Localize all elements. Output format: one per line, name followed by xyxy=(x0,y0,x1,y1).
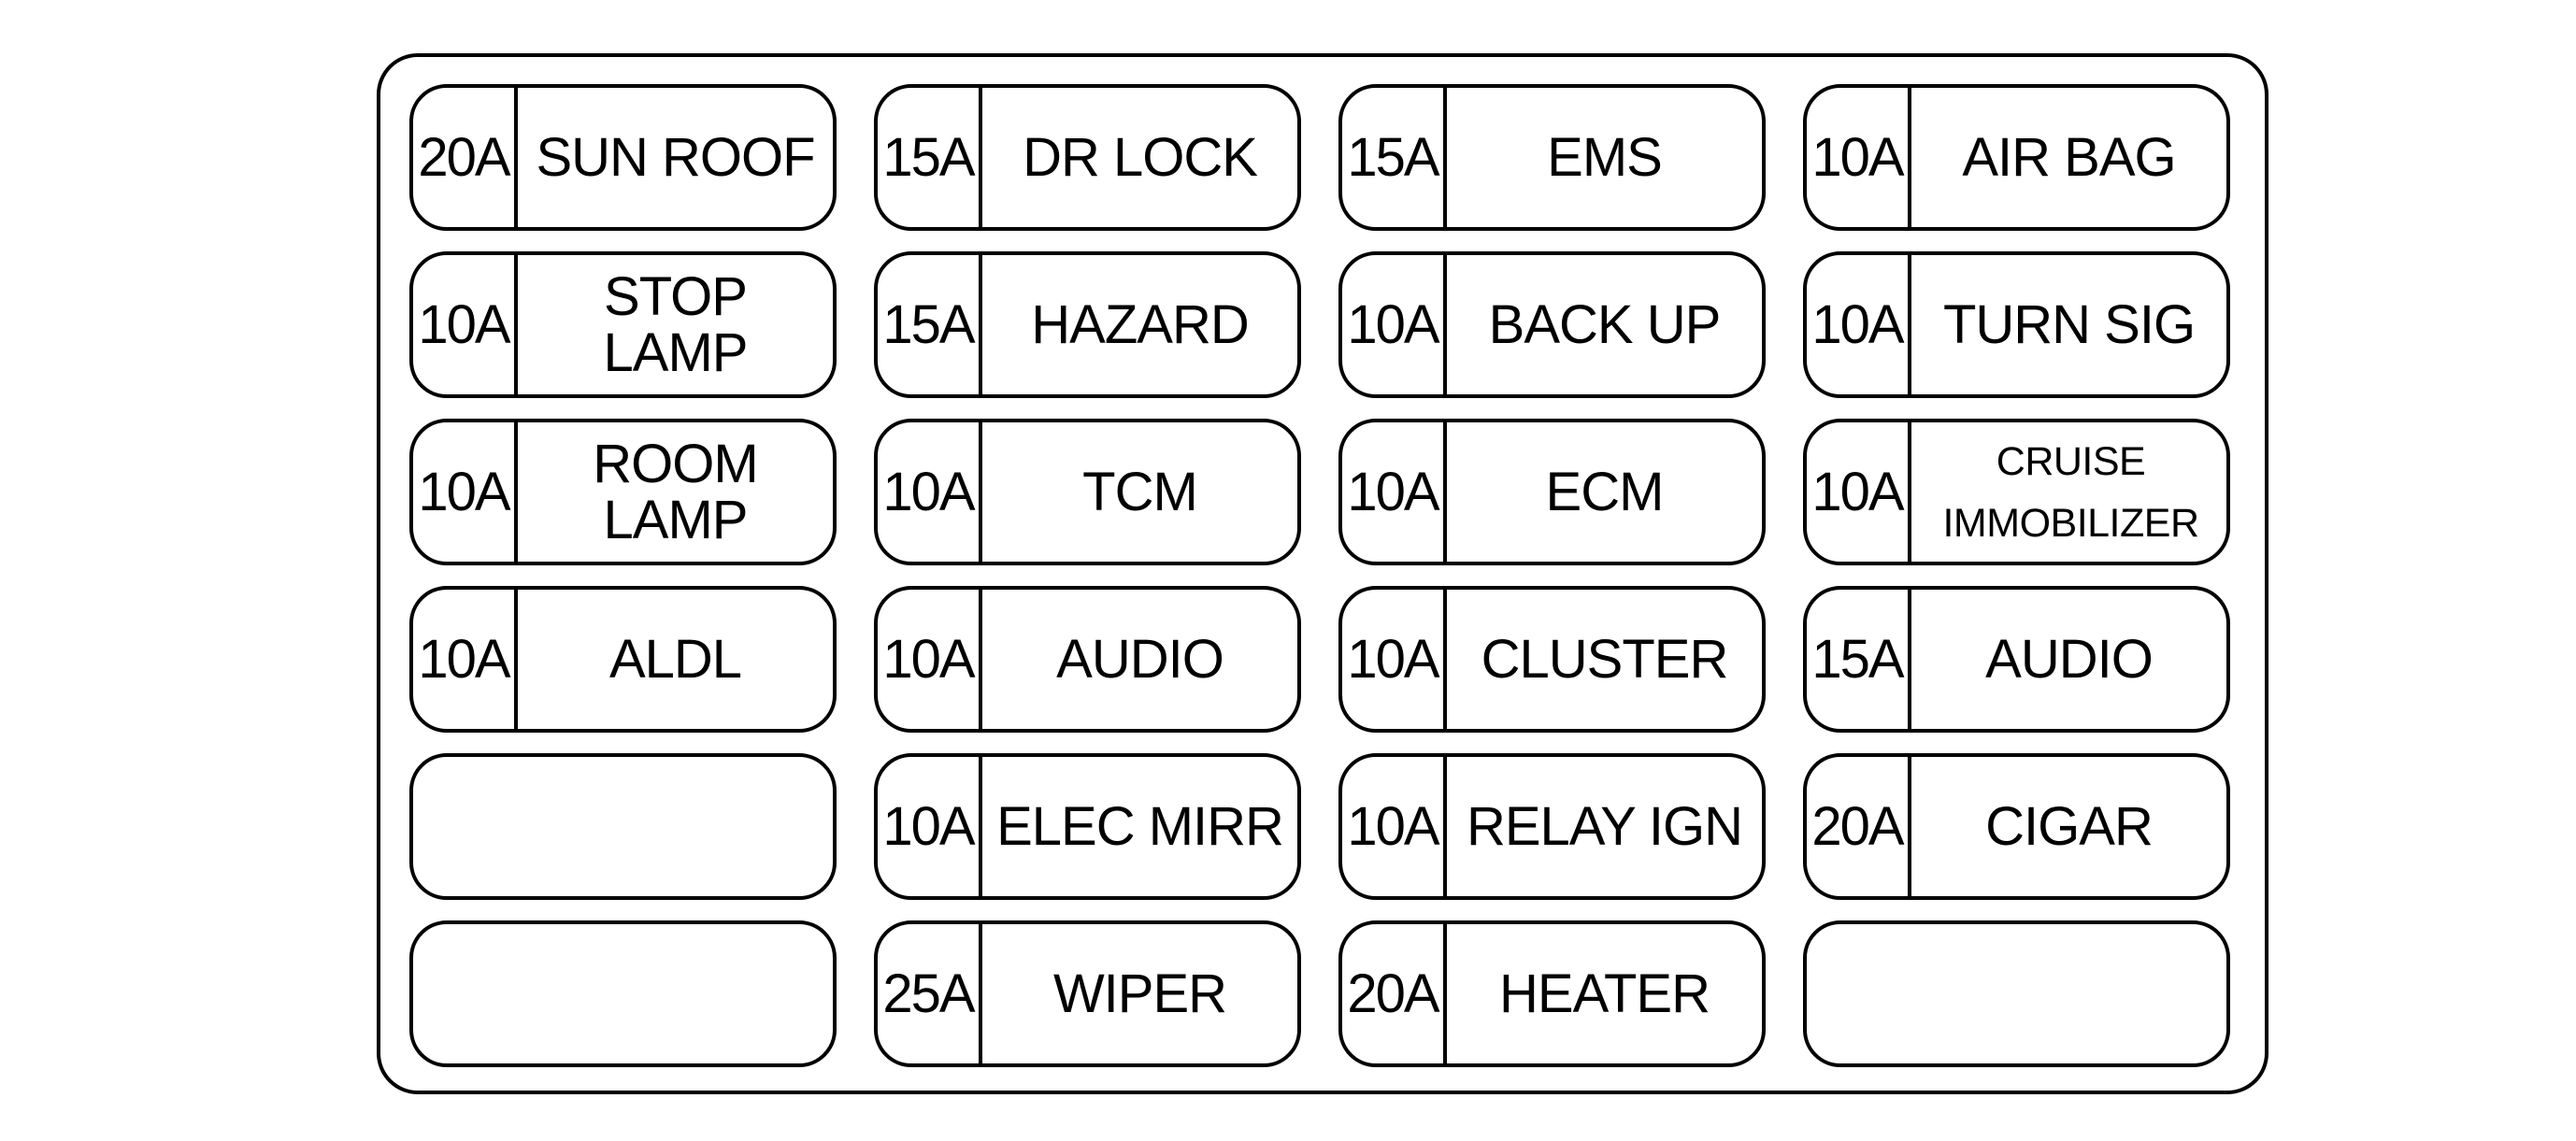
fuse-label: CIGAR xyxy=(1985,795,2154,857)
fuse-amperage: 10A xyxy=(878,422,982,562)
fuse-label: STOP LAMP xyxy=(603,265,749,383)
fuse-label: CRUISE IMMOBILIZER xyxy=(1942,438,2199,546)
fuse-slot: 10A AUDIO xyxy=(874,586,1301,733)
fuse-label: SUN ROOF xyxy=(536,126,815,188)
fuse-label: ROOM LAMP xyxy=(593,433,758,550)
fuse-label: ALDL xyxy=(608,628,742,690)
fuse-label: HEATER xyxy=(1499,963,1710,1024)
fuse-slot: 10A TCM xyxy=(874,419,1301,565)
fuse-amperage: 20A xyxy=(1807,757,1911,896)
fuse-slot-empty xyxy=(1803,920,2230,1067)
fuse-slot: 10A TURN SIG xyxy=(1803,251,2230,398)
fuse-label: WIPER xyxy=(1052,963,1227,1024)
fuse-slot: 10A AIR BAG xyxy=(1803,84,2230,231)
fuse-slot: 10A BACK UP xyxy=(1338,251,1766,398)
fuse-slot: 10A ROOM LAMP xyxy=(409,419,837,565)
fuse-amperage: 10A xyxy=(1342,757,1447,896)
fuse-slot: 25A WIPER xyxy=(874,920,1301,1067)
fuse-slot-empty xyxy=(409,920,837,1067)
fuse-slot: 15A AUDIO xyxy=(1803,586,2230,733)
fuse-amperage: 10A xyxy=(413,255,518,394)
fuse-amperage: 15A xyxy=(878,255,982,394)
fuse-label: TCM xyxy=(1082,461,1198,522)
fuse-slot: 15A HAZARD xyxy=(874,251,1301,398)
fuse-slot: 15A EMS xyxy=(1338,84,1766,231)
fuse-amperage: 15A xyxy=(1342,88,1447,227)
fuse-amperage: 10A xyxy=(1807,88,1911,227)
fuse-amperage: 10A xyxy=(1807,255,1911,394)
fuse-label: AUDIO xyxy=(1985,628,2154,690)
fuse-amperage: 20A xyxy=(1342,924,1447,1063)
fuse-label: AIR BAG xyxy=(1962,126,2176,188)
fuse-label: ECM xyxy=(1545,461,1665,522)
fuse-amperage: 10A xyxy=(878,590,982,729)
fuse-amperage: 10A xyxy=(413,590,518,729)
fuse-slot: 20A CIGAR xyxy=(1803,753,2230,900)
fuse-amperage: 25A xyxy=(878,924,982,1063)
fuse-slot: 10A ECM xyxy=(1338,419,1766,565)
fuse-slot: 20A HEATER xyxy=(1338,920,1766,1067)
fuse-label: DR LOCK xyxy=(1023,126,1258,188)
fuse-amperage: 10A xyxy=(1342,422,1447,562)
fuse-amperage: 10A xyxy=(1342,590,1447,729)
fuse-label: ELEC MIRR xyxy=(996,795,1284,857)
fuse-amperage: 10A xyxy=(1342,255,1447,394)
fuse-slot: 10A STOP LAMP xyxy=(409,251,837,398)
fuse-slot: 10A CLUSTER xyxy=(1338,586,1766,733)
fuse-label: EMS xyxy=(1547,126,1663,188)
fuse-slot: 10A CRUISE IMMOBILIZER xyxy=(1803,419,2230,565)
fuse-label: TURN SIG xyxy=(1942,293,2196,355)
fuse-amperage: 10A xyxy=(1807,422,1911,562)
fuse-amperage: 10A xyxy=(413,422,518,562)
fuse-amperage: 20A xyxy=(413,88,518,227)
fuse-slot: 10A RELAY IGN xyxy=(1338,753,1766,900)
fuse-slot: 15A DR LOCK xyxy=(874,84,1301,231)
fuse-slot-empty xyxy=(409,753,837,900)
fuse-slot: 20A SUN ROOF xyxy=(409,84,837,231)
fuse-panel-outline xyxy=(377,53,2268,1094)
fuse-label: RELAY IGN xyxy=(1466,795,1743,857)
fuse-amperage: 15A xyxy=(1807,590,1911,729)
fuse-amperage: 10A xyxy=(878,757,982,896)
fuse-slot: 10A ALDL xyxy=(409,586,837,733)
fuse-label: AUDIO xyxy=(1056,628,1224,690)
fuse-amperage: 15A xyxy=(878,88,982,227)
fuse-label: BACK UP xyxy=(1488,293,1722,355)
fuse-label: CLUSTER xyxy=(1481,628,1729,690)
fuse-grid: 20A SUN ROOF 15A DR LOCK 15A EMS 10A AIR BAG… xyxy=(409,84,2241,1067)
fuse-label: HAZARD xyxy=(1031,293,1249,355)
